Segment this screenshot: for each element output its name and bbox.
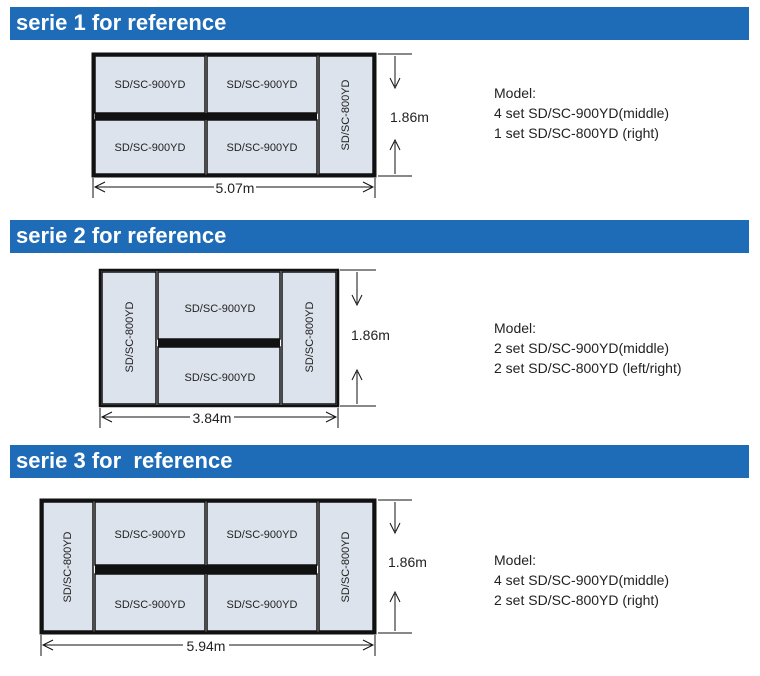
model-line: 4 set SD/SC-900YD(middle) xyxy=(494,572,670,588)
model-line: 1 set SD/SC-800YD (right) xyxy=(494,125,659,141)
unit-800-label: SD/SC-800YD xyxy=(62,531,74,602)
arrowhead xyxy=(41,639,54,651)
arrowhead xyxy=(389,590,401,603)
width-label: 5.94m xyxy=(187,638,226,654)
unit-800-box xyxy=(42,501,94,632)
unit-800-label: SD/SC-800YD xyxy=(340,79,352,150)
arrowhead xyxy=(93,181,106,193)
unit-900-label: SD/SC-900YD xyxy=(227,529,298,541)
unit-900-box xyxy=(206,55,318,114)
unit-800-box xyxy=(318,501,374,632)
unit-900-label: SD/SC-900YD xyxy=(227,599,298,611)
serie-1-title: serie 1 for reference xyxy=(16,10,227,35)
model-heading: Model: xyxy=(494,320,537,336)
unit-900-box xyxy=(94,55,206,114)
unit-800-label: SD/SC-800YD xyxy=(124,301,136,372)
model-heading: Model: xyxy=(494,552,537,568)
arrowhead xyxy=(389,522,401,535)
serie-1-header: serie 1 for reference xyxy=(10,7,749,40)
width-label: 3.84m xyxy=(193,410,232,426)
unit-900-box xyxy=(157,346,281,405)
model-line: 4 set SD/SC-900YD(middle) xyxy=(494,105,670,121)
label-mask xyxy=(183,638,229,652)
arrowhead xyxy=(100,411,113,423)
serie-3-model: Model: 4 set SD/SC-900YD(middle) 2 set S… xyxy=(494,550,669,610)
arrowhead xyxy=(389,138,401,151)
unit-900-label: SD/SC-900YD xyxy=(115,142,186,154)
unit-800-box xyxy=(318,55,374,175)
serie-2-title: serie 2 for reference xyxy=(16,223,227,248)
serie-1-model: Model: 4 set SD/SC-900YD(middle) 1 set S… xyxy=(494,83,669,143)
unit-900-box xyxy=(94,501,206,566)
unit-900-box xyxy=(206,573,318,632)
unit-900-box xyxy=(206,119,318,175)
width-label: 5.07m xyxy=(216,180,255,196)
height-label: 1.86m xyxy=(351,327,390,343)
unit-900-label: SD/SC-900YD xyxy=(115,599,186,611)
serie-2-header: serie 2 for reference xyxy=(10,220,749,253)
unit-900-label: SD/SC-900YD xyxy=(185,303,256,315)
unit-800-label: SD/SC-800YD xyxy=(340,531,352,602)
unit-900-box xyxy=(157,271,281,340)
serie-3-header: serie 3 for reference xyxy=(10,445,749,478)
unit-900-box xyxy=(206,501,318,566)
unit-800-label: SD/SC-800YD xyxy=(304,301,316,372)
arrowhead xyxy=(351,368,363,381)
serie-2-diagram: SD/SC-900YD SD/SC-900YD SD/SC-800YD SD/S… xyxy=(98,268,390,428)
serie-3-title: serie 3 for reference xyxy=(16,448,233,473)
model-line: 2 set SD/SC-900YD(middle) xyxy=(494,340,670,356)
center-divider xyxy=(95,565,317,574)
center-divider xyxy=(95,113,317,120)
serie-1-diagram: SD/SC-900YD SD/SC-900YD SD/SC-900YD SD/S… xyxy=(91,52,429,198)
unit-900-box xyxy=(94,573,206,632)
arrowhead xyxy=(362,181,375,193)
unit-800-box xyxy=(101,271,157,405)
unit-800-box xyxy=(281,271,337,405)
height-label: 1.86m xyxy=(390,109,429,125)
arrowhead xyxy=(389,77,401,90)
model-line: 2 set SD/SC-800YD (left/right) xyxy=(494,360,682,376)
unit-900-label: SD/SC-900YD xyxy=(227,142,298,154)
arrowhead xyxy=(325,411,338,423)
center-divider xyxy=(158,339,280,347)
unit-900-label: SD/SC-900YD xyxy=(115,529,186,541)
unit-900-label: SD/SC-900YD xyxy=(227,79,298,91)
unit-900-label: SD/SC-900YD xyxy=(115,79,186,91)
label-mask xyxy=(190,410,234,424)
height-label: 1.86m xyxy=(388,554,427,570)
label-mask xyxy=(214,180,256,194)
unit-900-label: SD/SC-900YD xyxy=(185,372,256,384)
arrowhead xyxy=(362,639,375,651)
serie-2-model: Model: 2 set SD/SC-900YD(middle) 2 set S… xyxy=(494,318,682,378)
arrowhead xyxy=(351,294,363,307)
model-line: 2 set SD/SC-800YD (right) xyxy=(494,592,659,608)
model-heading: Model: xyxy=(494,85,537,101)
